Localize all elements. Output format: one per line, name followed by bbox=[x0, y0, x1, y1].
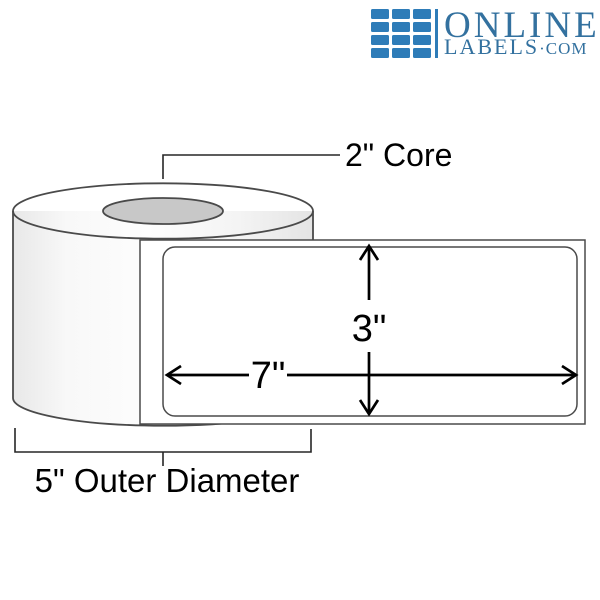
grid-square bbox=[413, 35, 431, 45]
core-dimension-label: 2" Core bbox=[345, 137, 452, 173]
height-dimension-arrow bbox=[358, 243, 380, 417]
roll-top-face bbox=[12, 182, 314, 240]
grid-square bbox=[371, 9, 389, 19]
arrowhead-right-icon bbox=[561, 364, 579, 386]
grid-square bbox=[371, 35, 389, 45]
grid-square bbox=[392, 35, 410, 45]
grid-square bbox=[413, 48, 431, 58]
logo-wordmark-online: ONLINE bbox=[444, 5, 600, 46]
logo-wordmark-labels: LABELS bbox=[444, 34, 540, 59]
logo-divider bbox=[435, 9, 438, 58]
grid-square bbox=[392, 48, 410, 58]
outer-diameter-bracket bbox=[14, 428, 312, 466]
grid-square bbox=[371, 48, 389, 58]
height-dimension-label: 3" bbox=[352, 308, 387, 350]
logo-wordmark-com: ·COM bbox=[539, 39, 588, 58]
outer-diameter-label: 5" Outer Diameter bbox=[35, 462, 300, 499]
onlinelabels-logo: ONLINE LABELS·COM bbox=[371, 5, 600, 60]
logo-wordmark-labels-line: LABELS·COM bbox=[444, 36, 600, 60]
grid-square bbox=[413, 22, 431, 32]
bracket-span bbox=[14, 428, 312, 453]
arrowhead-left-icon bbox=[164, 364, 182, 386]
width-dimension-arrow bbox=[164, 364, 579, 386]
grid-square bbox=[392, 9, 410, 19]
roll-core bbox=[102, 197, 224, 225]
label-sheet-grid-icon bbox=[371, 9, 431, 58]
grid-square bbox=[371, 22, 389, 32]
arrowhead-down-icon bbox=[358, 399, 380, 417]
arrowhead-up-icon bbox=[358, 243, 380, 261]
width-dimension-label: 7" bbox=[251, 355, 286, 397]
grid-square bbox=[392, 22, 410, 32]
grid-square bbox=[413, 9, 431, 19]
logo-wordmark: ONLINE LABELS·COM bbox=[444, 5, 600, 60]
core-leader-line bbox=[162, 154, 340, 179]
